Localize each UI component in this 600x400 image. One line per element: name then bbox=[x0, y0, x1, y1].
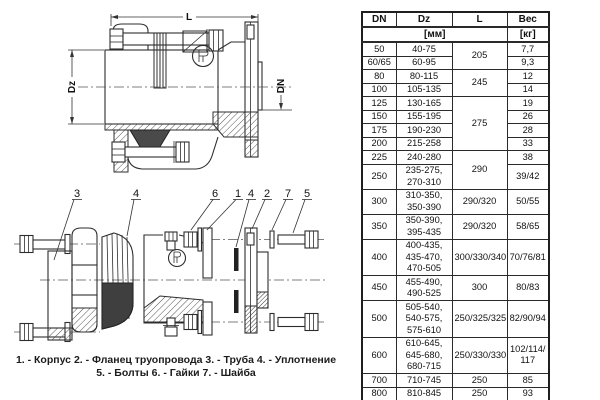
assembly-section-drawing: L Dz DN bbox=[66, 11, 294, 173]
part-nut-top bbox=[183, 227, 203, 252]
part-nut-bottom bbox=[183, 309, 203, 335]
units-mm: [мм] bbox=[361, 26, 508, 43]
dimension-length: L bbox=[110, 11, 259, 26]
part-seal-left bbox=[101, 232, 134, 330]
callout-1: 1 bbox=[235, 188, 241, 200]
brand-logo-icon bbox=[191, 44, 215, 68]
coupling-body bbox=[78, 21, 294, 173]
col-header-weight: Вес bbox=[506, 11, 550, 28]
table-header-row: DN Dz L Вес bbox=[361, 11, 550, 28]
callout-4-right: 4 bbox=[248, 188, 254, 200]
brand-logo-icon bbox=[167, 248, 187, 268]
legend-line-1: 1. - Корпус 2. - Фланец труопровода 3. -… bbox=[15, 354, 337, 366]
part-callouts: 3 4 6 1 4 2 7 5 bbox=[53, 188, 312, 261]
part-washer-bottom bbox=[269, 312, 275, 332]
top-bolt bbox=[109, 28, 224, 89]
bottom-bolt bbox=[111, 141, 190, 163]
part-pipe-flange bbox=[244, 227, 269, 334]
dim-label-DN: DN bbox=[276, 79, 287, 93]
col-header-dn: DN bbox=[361, 11, 397, 28]
part-pipe bbox=[47, 227, 98, 341]
dimension-outer-diameter: Dz bbox=[66, 49, 104, 125]
callout-3: 3 bbox=[74, 188, 80, 200]
part-bolt-right-top bbox=[277, 230, 319, 249]
part-bolt-right-bottom bbox=[277, 312, 319, 332]
dim-label-Dz: Dz bbox=[67, 81, 78, 93]
part-seal-right bbox=[234, 248, 239, 313]
dim-label-L: L bbox=[186, 12, 192, 23]
part-washer-top bbox=[269, 230, 275, 249]
col-header-dz: Dz bbox=[395, 11, 453, 28]
part-bolt-left-top bbox=[19, 233, 71, 255]
callout-7: 7 bbox=[285, 188, 291, 200]
exploded-view-drawing: 3 4 6 1 4 2 7 5 bbox=[14, 188, 327, 343]
col-header-l: L bbox=[451, 11, 508, 28]
legend-line-2: 5. - Болты 6. - Гайки 7. - Шайба bbox=[96, 367, 256, 379]
table-units-row: [мм] [кг] bbox=[361, 26, 550, 43]
units-kg: [кг] bbox=[506, 26, 550, 43]
callout-4-left: 4 bbox=[133, 188, 139, 200]
callout-6: 6 bbox=[212, 188, 218, 200]
callout-2: 2 bbox=[264, 188, 270, 200]
parts-legend: 1. - Корпус 2. - Фланец труопровода 3. -… bbox=[0, 354, 352, 380]
callout-5: 5 bbox=[304, 188, 310, 200]
dimension-nominal-diameter: DN bbox=[258, 79, 292, 111]
